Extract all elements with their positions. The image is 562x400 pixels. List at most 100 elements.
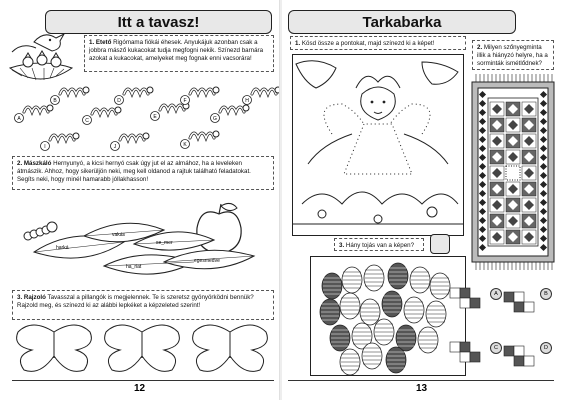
leaf-word-4: ha_riat (126, 264, 142, 270)
carpet-task-heading: 2. (477, 44, 483, 51)
left-page: Itt a tavasz! 1. Etető Rigómama fiókái é… (0, 0, 282, 400)
worm-letter: H (245, 98, 249, 104)
worm-letter: I (44, 144, 45, 150)
easter-egg (381, 290, 403, 318)
worm-j[interactable]: J (110, 132, 150, 151)
dot-task-box: 1. Kösd össze a pontokat, majd színezd k… (290, 36, 466, 50)
fairy-dot-to-dot-illustration (292, 54, 464, 236)
task-2-text: Hernyunyó, a kicsi hernyó csak úgy jut e… (17, 160, 251, 183)
worm-a[interactable]: A (14, 104, 54, 123)
leaf-word-5: egesmedve (194, 258, 220, 264)
worm-d[interactable]: D (114, 86, 154, 105)
easter-egg (363, 264, 385, 292)
pattern-option-shape (503, 291, 535, 313)
worm-letter: B (53, 98, 57, 104)
leaf-word-2: vakás (112, 232, 126, 238)
easter-egg (359, 298, 381, 326)
missing-pattern-slot[interactable] (505, 165, 521, 181)
worm-letter: A (17, 116, 21, 122)
easter-egg (385, 346, 407, 374)
leaf-word-3: se_mer (156, 240, 173, 246)
butterfly-outline (16, 324, 92, 372)
option-a[interactable]: A (490, 288, 502, 300)
option-b[interactable]: B (540, 288, 552, 300)
worm-letter-circle[interactable] (180, 95, 190, 105)
worm-letter: G (213, 116, 217, 122)
right-page: Tarkabarka 1. Kösd össze a pontokat, maj… (282, 0, 562, 400)
task-3-heading: 3. Rajzoló (17, 294, 46, 301)
butterfly-outline (104, 324, 180, 372)
easter-egg (341, 266, 363, 294)
left-footer-line (12, 380, 274, 381)
task-1-box: 1. Etető Rigómama fiókái éhesek. Anyukáj… (84, 35, 274, 72)
worm-k[interactable]: K (180, 130, 220, 149)
pattern-options (449, 287, 535, 367)
easter-egg (321, 272, 343, 300)
worm-letter-circle[interactable] (110, 141, 120, 151)
easter-egg (417, 326, 439, 354)
option-c[interactable]: C (490, 342, 502, 354)
easter-egg (395, 324, 417, 352)
butterfly-outlines (16, 324, 268, 372)
pattern-option-shape (449, 341, 481, 363)
easter-egg (425, 300, 447, 328)
carpet-task-text: Milyen szőnyegminta illik a hiányzó hely… (477, 44, 548, 67)
easter-egg (429, 272, 451, 300)
worm-letter: C (85, 118, 89, 124)
egg-answer-box[interactable] (430, 234, 450, 254)
easter-egg (339, 292, 361, 320)
easter-egg (387, 262, 409, 290)
worm-letter-circle[interactable] (242, 95, 252, 105)
worm-letter-circle[interactable] (50, 95, 60, 105)
leaves-apple-illustration: harká vakás se_mer ha_riat egesmedve (23, 202, 256, 275)
worm-letter-circle[interactable] (210, 113, 220, 123)
task-2-box: 2. Mászkáló Hernyunyó, a kicsi hernyó cs… (12, 156, 274, 190)
worm-letter: D (117, 98, 121, 104)
egg-task-heading: 3. (339, 242, 345, 249)
task-2-heading: 2. Mászkáló (17, 160, 52, 167)
worm-letter: K (183, 142, 187, 148)
worm-letter-circle[interactable] (40, 141, 50, 151)
pattern-option-shape (503, 345, 535, 367)
worm-f[interactable]: F (180, 86, 220, 105)
dot-task-text: Kösd össze a pontokat, majd színezd ki a… (301, 40, 435, 47)
egg-task-box: 3. Hány tojás van a képen? (334, 238, 424, 251)
easter-egg (361, 342, 383, 370)
dot-task-heading: 1. (295, 40, 301, 47)
option-d[interactable]: D (540, 342, 552, 354)
worm-letter: E (153, 114, 157, 120)
worm-c[interactable]: C (82, 106, 122, 125)
worm-letter-circle[interactable] (114, 95, 124, 105)
easter-egg (373, 318, 395, 346)
worm-letter-circle[interactable] (14, 113, 24, 123)
task-1-heading: 1. Etető (89, 39, 112, 46)
worm-letter-circle[interactable] (180, 139, 190, 149)
carpet-pattern-illustration (471, 74, 555, 270)
easter-egg (329, 324, 351, 352)
pattern-option-shape (449, 287, 481, 309)
worm-letter-circle[interactable] (150, 111, 160, 121)
eggs-illustration (310, 256, 466, 376)
easter-egg (339, 348, 361, 376)
easter-egg (319, 298, 341, 326)
task-1-text: Rigómama fiókái éhesek. Anyukájuk azonba… (89, 39, 264, 62)
bird-nest-illustration (8, 32, 74, 81)
worm-h[interactable]: H (242, 86, 282, 105)
worm-letter-circle[interactable] (82, 115, 92, 125)
worm-b[interactable]: B (50, 86, 90, 105)
carpet-task-box: 2. Milyen szőnyegminta illik a hiányzó h… (472, 40, 554, 70)
easter-egg (403, 296, 425, 324)
worm-i[interactable]: I (40, 132, 80, 151)
worm-g[interactable]: G (210, 104, 250, 123)
right-page-title: Tarkabarka (288, 10, 516, 34)
worm-letter: J (114, 144, 117, 150)
leaf-word-1: harká (56, 245, 69, 251)
worm-letter: F (183, 98, 186, 104)
task-3-text: Tavasszal a pillangók is megjelennek. Te… (17, 294, 254, 309)
worms-area: A B C D E F G H I J K (14, 86, 282, 151)
butterfly-outline (192, 324, 268, 372)
left-page-title: Itt a tavasz! (45, 10, 272, 34)
worm-e[interactable]: E (150, 102, 190, 121)
right-footer-line (288, 380, 554, 381)
task-3-box: 3. Rajzoló Tavasszal a pillangók is megj… (12, 290, 274, 320)
